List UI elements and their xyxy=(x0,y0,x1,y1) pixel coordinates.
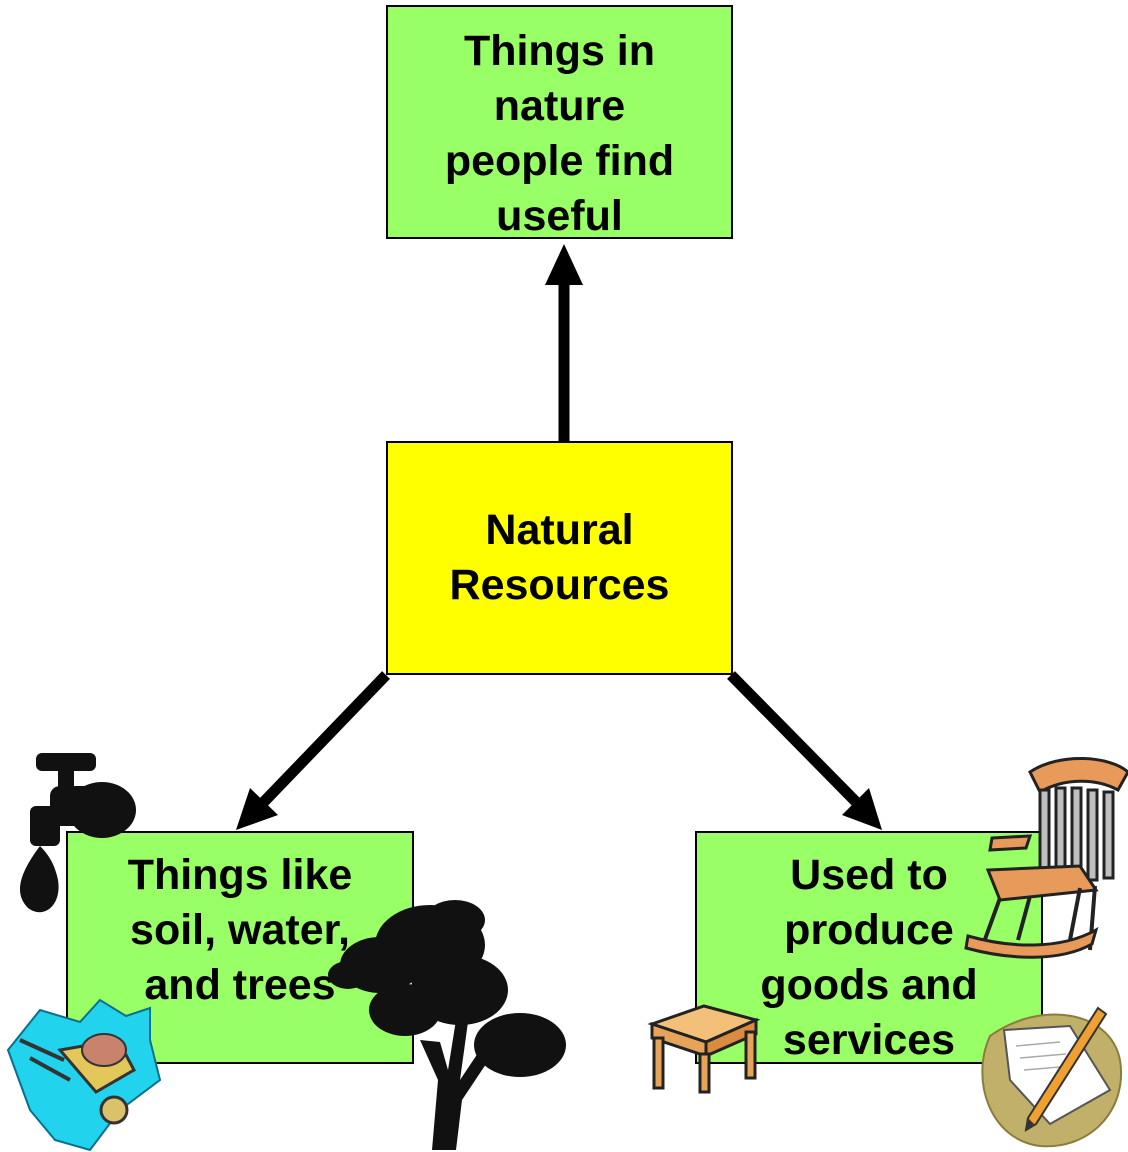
node-natural-resources: Natural Resources xyxy=(386,441,733,675)
arrow-down-right xyxy=(727,671,882,830)
table-icon xyxy=(647,1004,761,1094)
node-goods-and-services-label: Used to produce goods and services xyxy=(760,851,978,1064)
arrow-up xyxy=(545,244,583,441)
paper-pencil-icon xyxy=(981,1006,1123,1148)
node-natural-resources-label: Natural Resources xyxy=(449,506,670,609)
arrow-down-left xyxy=(236,671,390,830)
faucet-icon xyxy=(19,753,136,913)
node-soil-water-trees-label: Things like soil, water, and trees xyxy=(127,851,353,1009)
tree-icon xyxy=(328,900,566,1150)
wheelbarrow-icon xyxy=(6,998,162,1152)
node-things-in-nature-label: Things in nature people find useful xyxy=(444,27,675,240)
node-things-in-nature: Things in nature people find useful xyxy=(386,5,733,240)
rocking-chair-icon xyxy=(964,756,1128,959)
